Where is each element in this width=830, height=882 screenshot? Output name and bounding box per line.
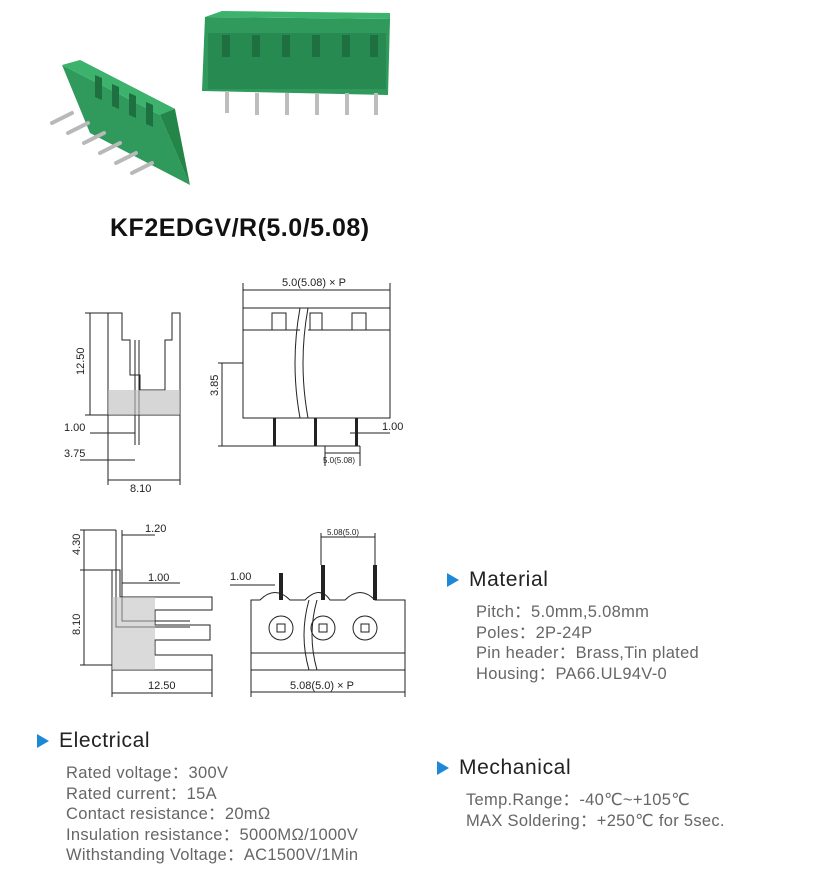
mechanical-list: Temp.Range：-40℃~+105℃ MAX Soldering：+250… xyxy=(466,790,725,831)
dim-pin-label: 1.00 xyxy=(64,422,85,434)
list-item: Rated voltage：300V xyxy=(66,764,229,782)
list-item: MAX Soldering：+250℃ for 5sec. xyxy=(466,811,725,830)
material-list: Pitch：5.0mm,5.08mm Poles：2P-24P Pin head… xyxy=(476,602,699,684)
list-item: Insulation resistance：5000MΩ/1000V xyxy=(66,825,359,844)
dim-height-label: 8.10 xyxy=(71,614,83,635)
dim-top-label: 4.30 xyxy=(71,534,83,555)
electrical-list: Rated voltage：300V Rated current：15A Con… xyxy=(66,763,358,866)
side-view-drawing-bottom: 4.30 1.20 1.00 8.10 12.50 xyxy=(71,523,213,697)
dim-pitch-label: 5.08(5.0) × P xyxy=(290,680,354,692)
list-item: Temp.Range：-40℃~+105℃ xyxy=(466,791,691,809)
front-view-drawing-top: 5.0(5.08) × P 3.85 1.00 5.0(5.08) xyxy=(210,277,403,466)
dim-pin-label: 1.00 xyxy=(148,572,169,584)
list-item: Housing：PA66.UL94V-0 xyxy=(476,664,667,683)
list-item: Contact resistance：20mΩ xyxy=(66,805,271,823)
electrical-section: Electrical Rated voltage：300V Rated curr… xyxy=(37,729,358,866)
dim-pin-label: 1.00 xyxy=(230,571,251,583)
material-heading: Material xyxy=(447,568,699,592)
dim-pitch-label: 5.0(5.08) × P xyxy=(282,277,346,289)
connector-straight-image xyxy=(202,11,390,115)
dim-pin-label: 1.00 xyxy=(382,421,403,433)
mechanical-title: Mechanical xyxy=(459,756,572,779)
electrical-title: Electrical xyxy=(59,729,151,752)
electrical-heading: Electrical xyxy=(37,729,358,753)
mechanical-heading: Mechanical xyxy=(437,756,725,780)
dim-width-label: 8.10 xyxy=(130,483,151,495)
product-model-title: KF2EDGV/R(5.0/5.08) xyxy=(110,214,370,242)
dim-height-label: 12.50 xyxy=(75,347,87,375)
material-section: Material Pitch：5.0mm,5.08mm Poles：2P-24P… xyxy=(447,568,699,684)
dim-pitch-small-label: 5.08(5.0) xyxy=(327,528,359,537)
arrow-right-icon xyxy=(37,734,49,748)
product-photo xyxy=(50,11,390,185)
arrow-right-icon xyxy=(447,573,459,587)
dim-pin-offset-label: 1.20 xyxy=(145,523,166,535)
dim-offset-label: 3.75 xyxy=(64,448,85,460)
mechanical-section: Mechanical Temp.Range：-40℃~+105℃ MAX Sol… xyxy=(437,756,725,831)
dim-height-label: 3.85 xyxy=(210,375,221,396)
material-title: Material xyxy=(469,568,549,591)
dim-pitch-small-label: 5.0(5.08) xyxy=(323,456,355,465)
list-item: Pitch：5.0mm,5.08mm xyxy=(476,603,650,621)
connector-angled-image xyxy=(50,60,190,185)
side-view-drawing-top: 12.50 1.00 3.75 8.10 xyxy=(64,312,181,495)
front-view-drawing-bottom: 1.00 5.08(5.0) 5.08(5.0) × P xyxy=(230,528,406,697)
arrow-right-icon xyxy=(437,761,449,775)
list-item: Withstanding Voltage：AC1500V/1Min xyxy=(66,846,359,864)
list-item: Poles：2P-24P xyxy=(476,623,593,642)
list-item: Rated current：15A xyxy=(66,784,217,803)
dim-width-label: 12.50 xyxy=(148,680,176,692)
list-item: Pin header：Brass,Tin plated xyxy=(476,644,700,662)
